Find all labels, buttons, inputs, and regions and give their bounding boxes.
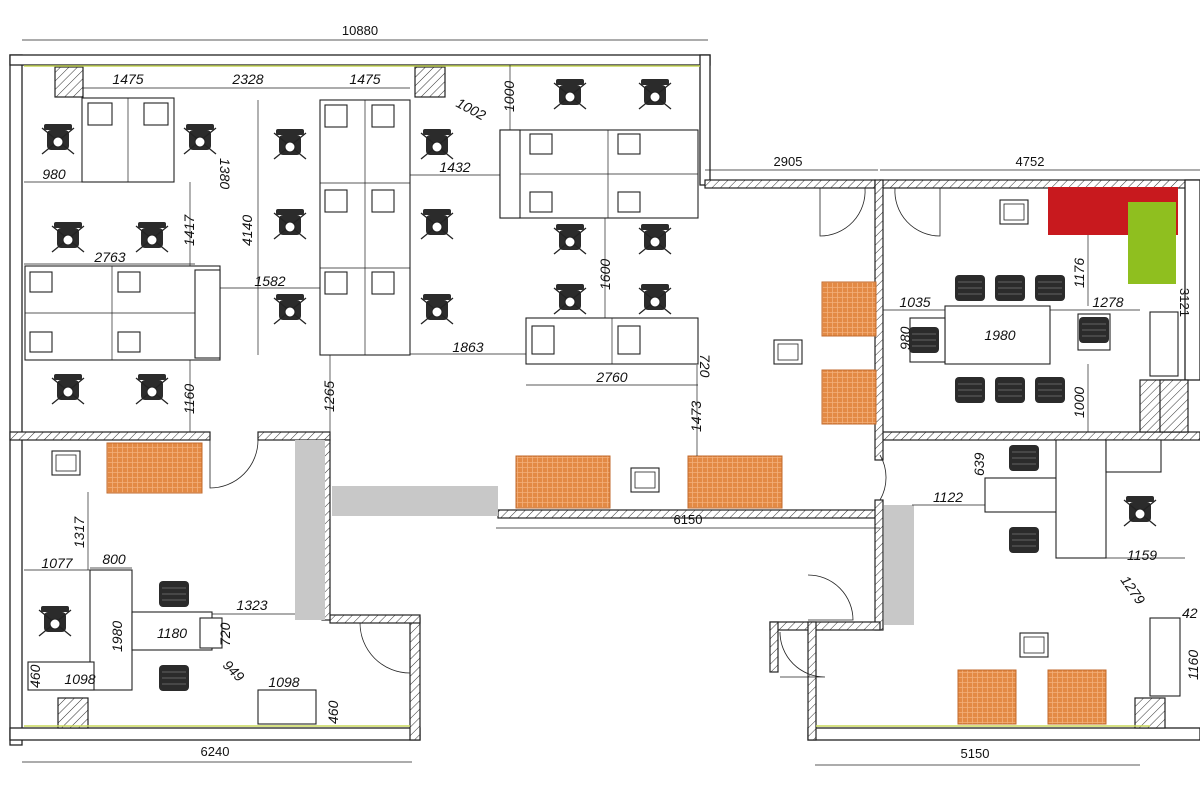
- dim-label: 1265: [321, 381, 337, 412]
- dim-label: 1323: [236, 597, 267, 613]
- dim-bottom-right: 5150: [961, 746, 990, 761]
- dim-label: 1176: [1071, 258, 1087, 288]
- dim-label: 1473: [688, 401, 704, 432]
- dim-label: 460: [27, 664, 43, 688]
- doors: [209, 187, 941, 678]
- dim-label: 1317: [71, 516, 87, 548]
- dim-label: 1417: [181, 214, 197, 246]
- dim-label: 1035: [899, 294, 930, 310]
- dim-top-corridor: 2905: [774, 154, 803, 169]
- dim-label: 1278: [1092, 294, 1123, 310]
- dim-label: 2763: [93, 249, 125, 265]
- dim-label: 1098: [64, 671, 95, 687]
- dim-label: 1000: [501, 81, 517, 112]
- dim-label: 1380: [217, 158, 233, 189]
- dim-label: 2760: [595, 369, 627, 385]
- dim-label: 1980: [109, 621, 125, 652]
- dim-label: 1160: [1185, 650, 1200, 680]
- dim-label: 1180: [157, 625, 187, 641]
- dim-label: 1475: [112, 71, 143, 87]
- dim-label: 2328: [231, 71, 263, 87]
- dim-label: 1582: [254, 273, 285, 289]
- dim-label: 980: [42, 166, 66, 182]
- dim-label: 4140: [239, 215, 255, 246]
- dim-label: 1002: [454, 95, 489, 124]
- dim-label: 980: [897, 326, 913, 350]
- sofas: [106, 281, 1107, 725]
- dim-label: 800: [102, 551, 126, 567]
- dim-label: 1098: [268, 674, 299, 690]
- dim-label: 1077: [41, 555, 73, 571]
- dim-top-total: 10880: [342, 23, 378, 38]
- dim-label: 460: [325, 700, 341, 724]
- dim-label: 42: [1182, 605, 1198, 621]
- partitions: [295, 440, 914, 625]
- dim-label: 1863: [452, 339, 483, 355]
- walls: [9, 54, 1200, 746]
- window-lines: [24, 65, 1150, 727]
- dim-bottom-middle: 6150: [674, 512, 703, 527]
- dim-label: 1980: [984, 327, 1015, 343]
- dim-label: 1159: [1127, 547, 1157, 563]
- dim-label: 720: [697, 354, 713, 378]
- dim-label: 1432: [439, 159, 470, 175]
- dimension-lines: [22, 39, 1200, 766]
- dim-label: 1279: [1118, 573, 1149, 608]
- dim-label: 1122: [933, 489, 963, 505]
- dim-bottom-left: 6240: [201, 744, 230, 759]
- outer-dimension-labels: 10880 2905 4752 6240 6150 5150 3121: [201, 23, 1192, 761]
- dim-label: 720: [217, 622, 233, 646]
- dim-label: 639: [971, 452, 987, 476]
- dim-top-right: 4752: [1016, 154, 1045, 169]
- desks: [24, 97, 1181, 725]
- dim-right-height: 3121: [1177, 288, 1192, 317]
- dim-label: 1160: [181, 384, 197, 414]
- green-block: [1128, 202, 1176, 284]
- dim-label: 949: [220, 657, 248, 685]
- dim-label: 1000: [1071, 387, 1087, 418]
- dim-label: 1475: [349, 71, 380, 87]
- dim-label: 1600: [597, 259, 613, 290]
